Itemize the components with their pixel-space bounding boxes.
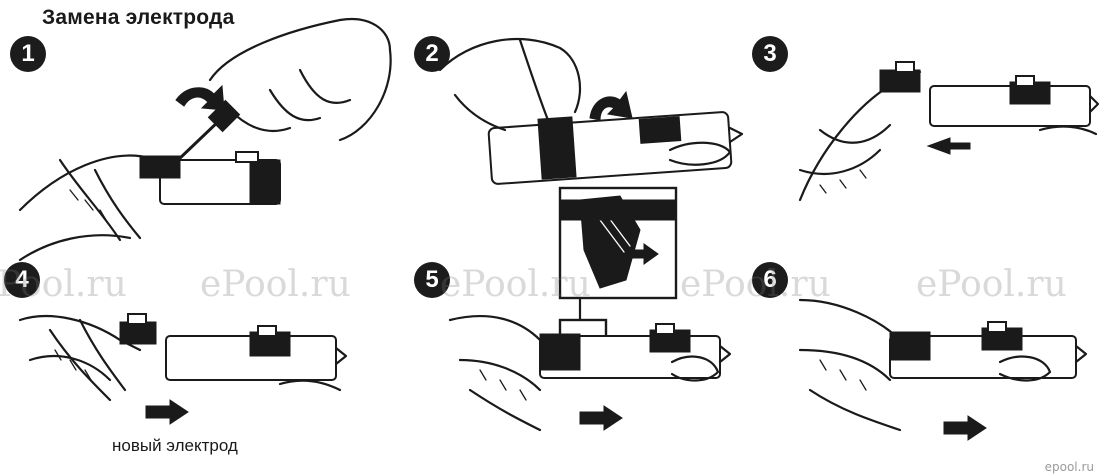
step-4-illustration (18, 313, 348, 425)
black-arrow-icon (943, 415, 987, 441)
black-arrow-icon (926, 137, 971, 155)
step-3-badge: 3 (752, 36, 788, 72)
step-2-illustration (438, 37, 744, 185)
step-1-badge: 1 (10, 36, 46, 72)
watermark-2: ePool.ru (200, 264, 351, 305)
black-arrow-icon (579, 405, 623, 431)
corner-logo: epool.ru (1044, 460, 1094, 474)
curved-arrow-icon (589, 90, 633, 121)
step-6-badge: 6 (752, 262, 788, 298)
new-electrode-caption: новый электрод (112, 436, 238, 455)
step-6-illustration (798, 298, 1088, 441)
watermark-4: ePool.ru (680, 264, 831, 305)
step-5-badge: 5 (414, 262, 450, 298)
step-1-illustration (18, 17, 392, 262)
step-3-illustration (798, 61, 1100, 202)
watermark-3: ePool.ru (440, 264, 591, 305)
curved-arrow-icon (175, 84, 225, 111)
step-4-badge: 4 (4, 262, 40, 298)
black-arrow-icon (145, 399, 189, 425)
watermark-1: ePool.ru (0, 264, 127, 305)
watermark-5: ePool.ru (916, 264, 1067, 305)
page-title: Замена электрода (42, 6, 235, 29)
step-5-illustration (448, 186, 732, 432)
